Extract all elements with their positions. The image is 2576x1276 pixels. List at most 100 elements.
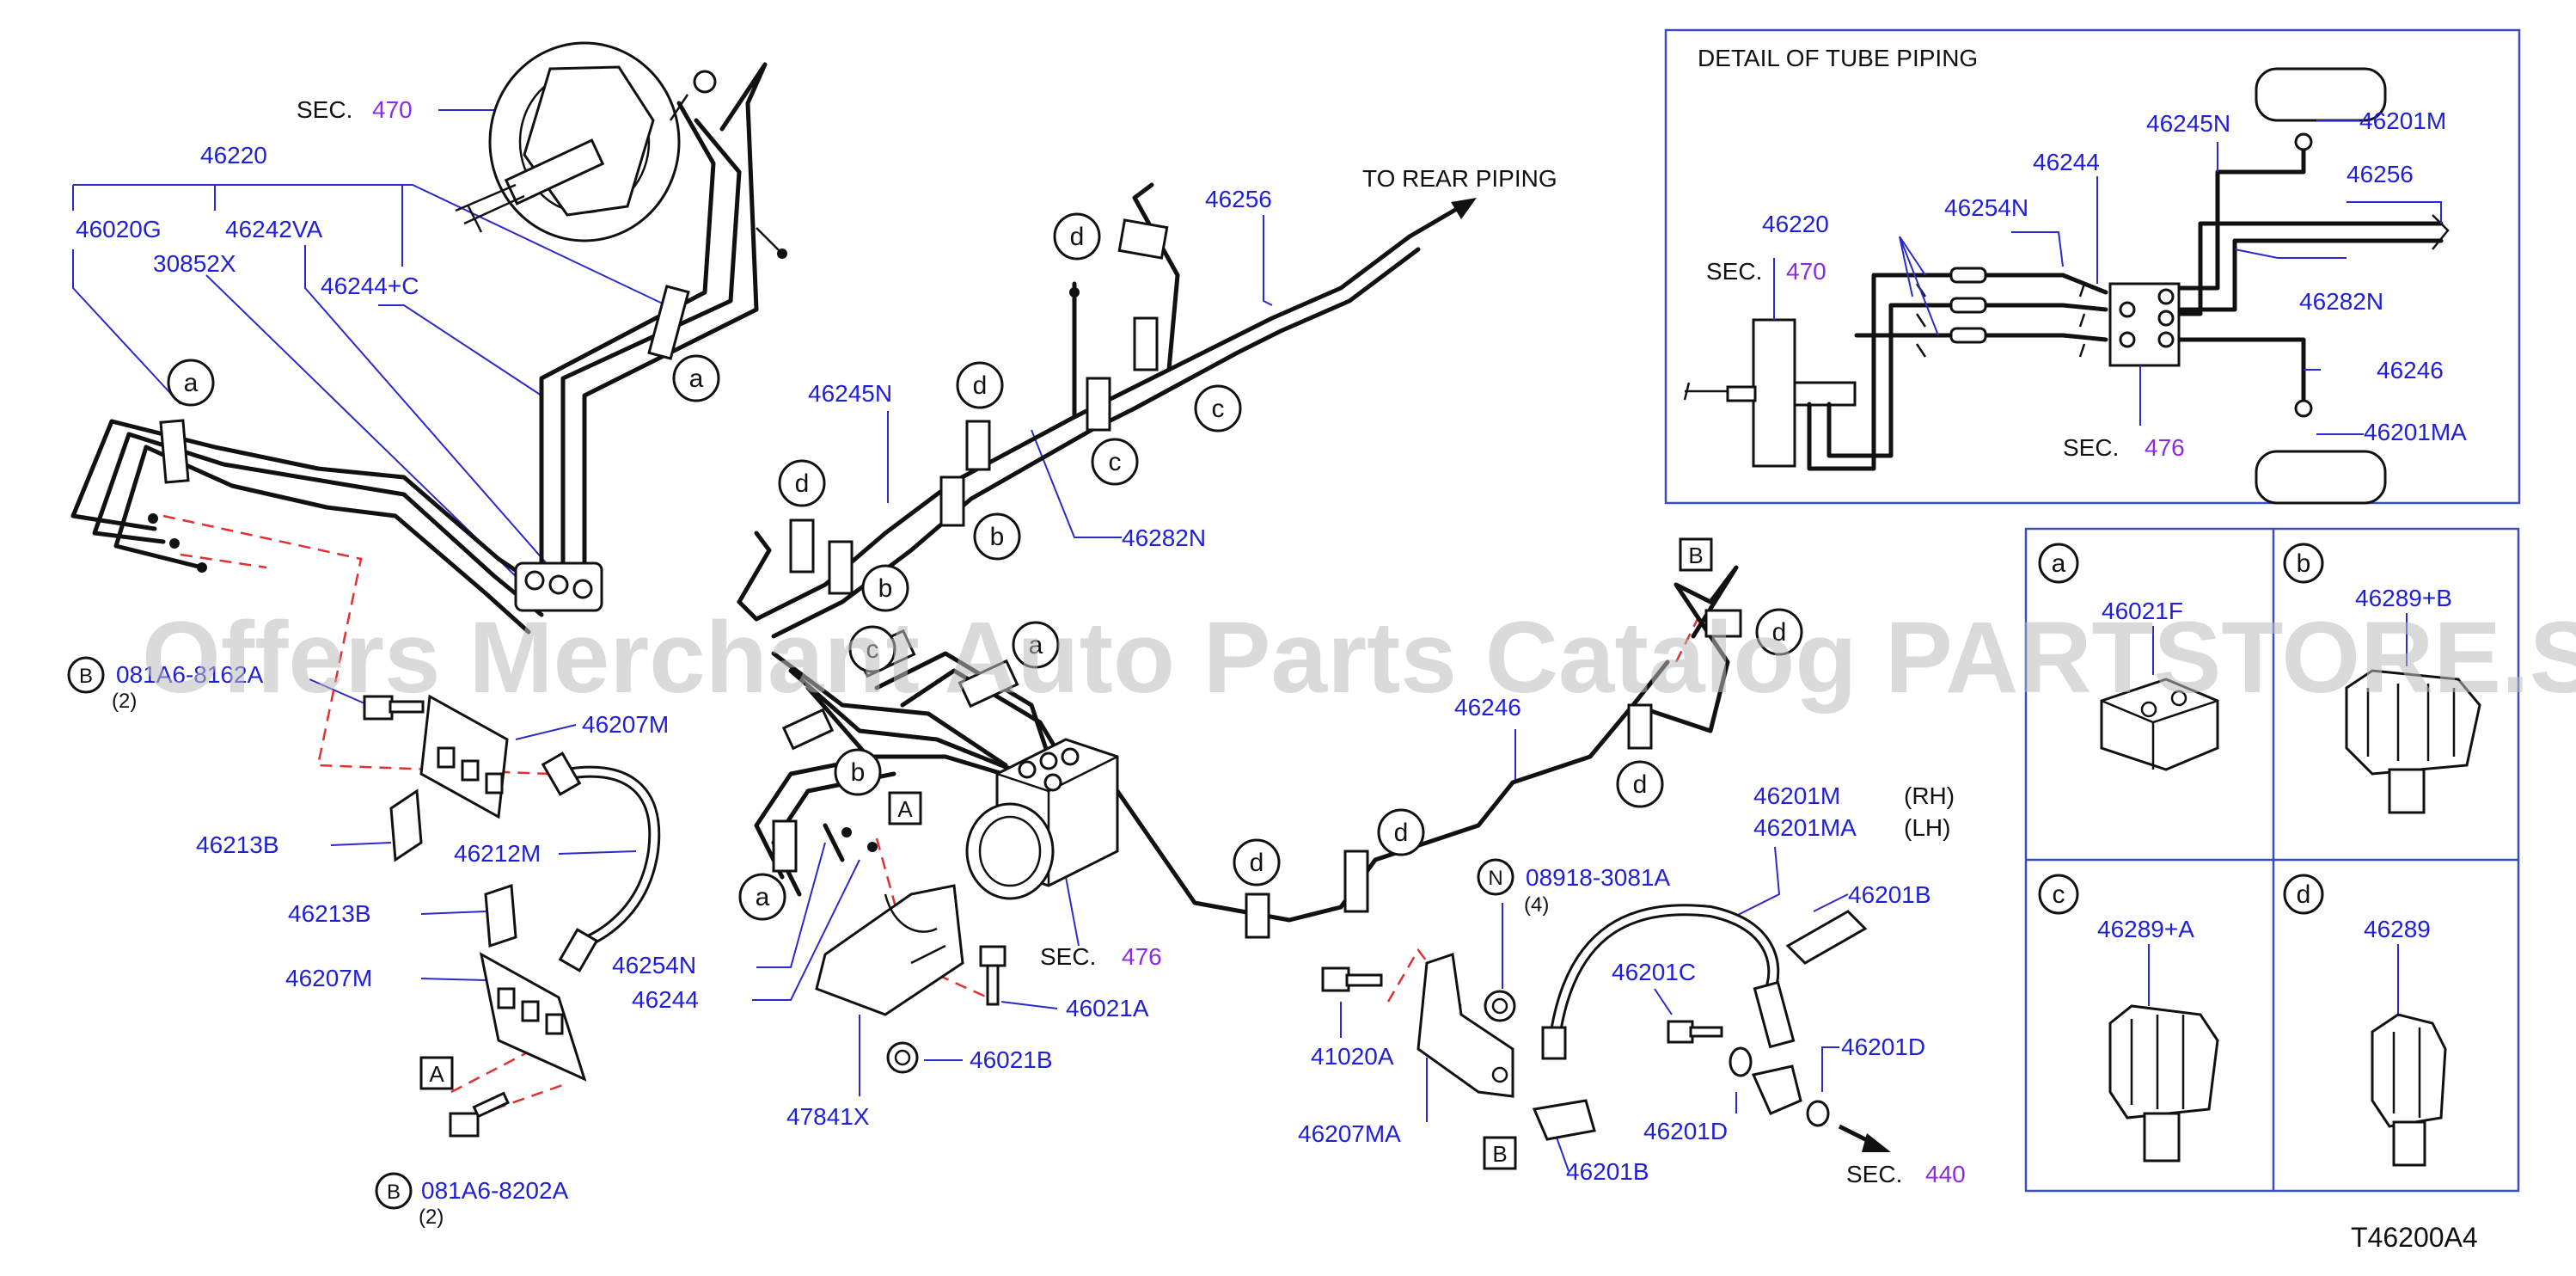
part-08918-3081A[interactable]: 08918-3081A <box>1526 864 1670 891</box>
part-46220[interactable]: 46220 <box>200 142 267 169</box>
clip-letter-c: c <box>2053 880 2065 909</box>
part-46020G[interactable]: 46020G <box>76 216 162 242</box>
callout-letter: A <box>897 796 913 822</box>
detail-sec-470-link[interactable]: 470 <box>1786 258 1826 285</box>
diagram-code: T46200A4 <box>2351 1222 2478 1253</box>
part-46201M-side: (RH) <box>1904 782 1955 809</box>
qty-08918-3081A: (4) <box>1524 893 1549 917</box>
detail-part-46244[interactable]: 46244 <box>2033 149 2100 175</box>
part-46201MA-side: (LH) <box>1904 814 1950 841</box>
hose-bracket-46207MA <box>1416 953 1514 1098</box>
clip-part-46289-a[interactable]: 46289+A <box>2097 916 2194 942</box>
callout-d-1: d <box>1053 212 1101 261</box>
detail-part-46245N[interactable]: 46245N <box>2146 110 2230 137</box>
part-46201B-lower[interactable]: 46201B <box>1566 1158 1649 1185</box>
detail-part-46256[interactable]: 46256 <box>2347 161 2414 187</box>
sec-440-arrow <box>1838 1124 1891 1152</box>
part-46201D-right[interactable]: 46201D <box>1841 1034 1925 1060</box>
clip-part-46289[interactable]: 46289 <box>2364 916 2431 942</box>
brake-tubes <box>70 62 1780 1034</box>
detail-title: DETAIL OF TUBE PIPING <box>1698 45 1978 71</box>
clip-part-46021F[interactable]: 46021F <box>2102 598 2183 624</box>
callout-d-6: d <box>1616 760 1664 808</box>
detail-sec-476-link[interactable]: 476 <box>2145 434 2185 461</box>
detail-part-46201M[interactable]: 46201M <box>2359 107 2446 134</box>
callout-a-4: a <box>738 873 786 921</box>
detail-part-46220[interactable]: 46220 <box>1762 211 1829 237</box>
callout-a-3: a <box>1012 621 1060 669</box>
watermark: Offers Merchant Auto Parts Catalog PARTS… <box>142 601 2576 715</box>
callout-c-2: c <box>1091 438 1139 486</box>
bolt-081A6-8202A <box>449 1091 510 1138</box>
clip-legend-grid: a 46021F b 46289+B c 46289+A <box>2024 527 2520 1193</box>
callout-d-4: d <box>1233 838 1281 886</box>
detail-part-46201MA[interactable]: 46201MA <box>2364 419 2467 445</box>
sec-470-link[interactable]: 470 <box>372 96 413 123</box>
sec-440-label: SEC. <box>1846 1161 1902 1187</box>
part-46201B-upper[interactable]: 46201B <box>1848 881 1931 908</box>
part-46201D-mid[interactable]: 46201D <box>1643 1118 1728 1144</box>
part-46213B-top[interactable]: 46213B <box>196 831 279 858</box>
callout-letter: d <box>1633 770 1648 799</box>
part-46207MA[interactable]: 46207MA <box>1298 1120 1401 1147</box>
part-46213B-lower[interactable]: 46213B <box>288 900 371 927</box>
callout-B-2: B <box>375 1172 413 1210</box>
bolt-41020A <box>1321 966 1383 992</box>
callout-c-3: c <box>848 625 896 673</box>
callout-letter: c <box>1212 395 1225 423</box>
hose-bracket-46207M-lower <box>479 952 587 1082</box>
part-30852X[interactable]: 30852X <box>153 250 236 277</box>
callout-letter: A <box>429 1061 444 1087</box>
callout-letter: B <box>387 1181 401 1204</box>
part-46021A[interactable]: 46021A <box>1066 995 1149 1021</box>
washer-46201D-b <box>1806 1100 1830 1127</box>
detail-part-46246[interactable]: 46246 <box>2377 357 2444 383</box>
nut-08918-3081A <box>1484 990 1516 1022</box>
part-46207M-lower[interactable]: 46207M <box>285 965 372 991</box>
part-081A6-8202A[interactable]: 081A6-8202A <box>421 1177 569 1204</box>
part-46244-c[interactable]: 46244+C <box>321 273 419 299</box>
callout-letter: B <box>79 665 93 688</box>
to-rear-piping-label: TO REAR PIPING <box>1362 165 1557 192</box>
part-46201C[interactable]: 46201C <box>1612 959 1696 985</box>
qty-081A6-8162A: (2) <box>112 690 137 713</box>
callout-c-1: c <box>1194 384 1242 432</box>
part-46201MA[interactable]: 46201MA <box>1753 814 1857 841</box>
clip-letter-d: d <box>2297 880 2311 909</box>
box-A-1: A <box>888 791 922 825</box>
brake-booster <box>455 41 717 242</box>
part-081A6-8162A[interactable]: 081A6-8162A <box>116 661 264 688</box>
callout-letter: d <box>1772 618 1787 647</box>
part-46256[interactable]: 46256 <box>1205 186 1272 212</box>
sec-476-link[interactable]: 476 <box>1122 943 1162 970</box>
callout-letter: d <box>973 371 988 400</box>
part-46254N[interactable]: 46254N <box>612 952 696 978</box>
part-46201M[interactable]: 46201M <box>1753 782 1840 809</box>
part-46242VA[interactable]: 46242VA <box>225 216 322 242</box>
callout-letter: d <box>1250 849 1264 877</box>
part-46246[interactable]: 46246 <box>1454 694 1521 721</box>
part-46207M-top[interactable]: 46207M <box>582 711 669 738</box>
nut-46021B <box>886 1041 919 1074</box>
part-46212M[interactable]: 46212M <box>454 840 541 867</box>
callout-letter: c <box>1109 448 1122 476</box>
detail-part-46254N[interactable]: 46254N <box>1944 194 2028 221</box>
clip-part-46289-b[interactable]: 46289+B <box>2355 585 2452 611</box>
part-46282N[interactable]: 46282N <box>1122 525 1206 551</box>
callout-letter: c <box>866 635 879 664</box>
callout-letter: a <box>689 365 704 393</box>
clip-46213B-lower <box>484 883 517 948</box>
part-46244[interactable]: 46244 <box>632 986 699 1013</box>
detail-sec-476-label: SEC. <box>2063 434 2119 461</box>
part-41020A[interactable]: 41020A <box>1311 1043 1394 1070</box>
part-47841X[interactable]: 47841X <box>786 1103 870 1130</box>
part-46245N[interactable]: 46245N <box>808 380 892 407</box>
detail-part-46282N[interactable]: 46282N <box>2299 288 2383 315</box>
part-46021B[interactable]: 46021B <box>970 1046 1053 1073</box>
fasteners <box>363 695 1830 1138</box>
callout-letter: a <box>1029 631 1043 659</box>
sec-440-link[interactable]: 440 <box>1925 1161 1966 1187</box>
to-rear-arrow <box>1408 198 1477 239</box>
callout-letter: b <box>851 758 866 787</box>
hose-fittings <box>541 751 1802 1115</box>
